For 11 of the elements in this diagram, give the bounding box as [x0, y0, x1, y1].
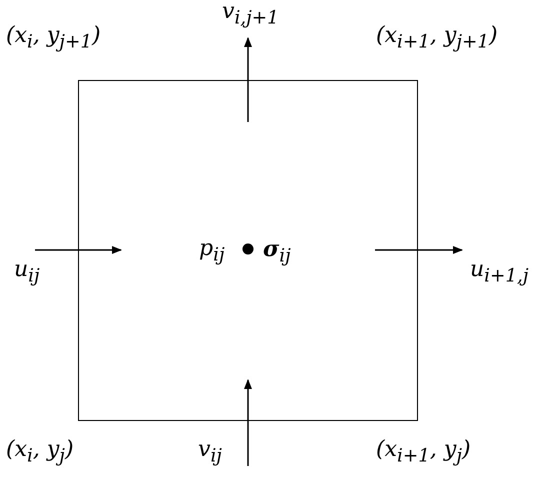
grid-cell [78, 80, 418, 421]
pressure-label: p$_{ij}$ [199, 237, 225, 266]
stress-label: σ$_{ij}$ [263, 237, 291, 267]
velocity-label: u$_{ij}$ [14, 258, 40, 287]
coordinate-label: (x$_{i}$, y$_{j+1}$) [6, 24, 101, 53]
coordinate-label: (x$_{i}$, y$_{j}$) [6, 438, 74, 467]
coordinate-label: (x$_{i+1}$, y$_{j+1}$) [376, 24, 498, 53]
velocity-label: v$_{i,j+1}$ [222, 0, 279, 29]
velocity-label: v$_{ij}$ [198, 438, 222, 467]
velocity-label: u$_{i+1,j}$ [470, 258, 529, 287]
coordinate-label: (x$_{i+1}$, y$_{j}$) [376, 438, 471, 467]
